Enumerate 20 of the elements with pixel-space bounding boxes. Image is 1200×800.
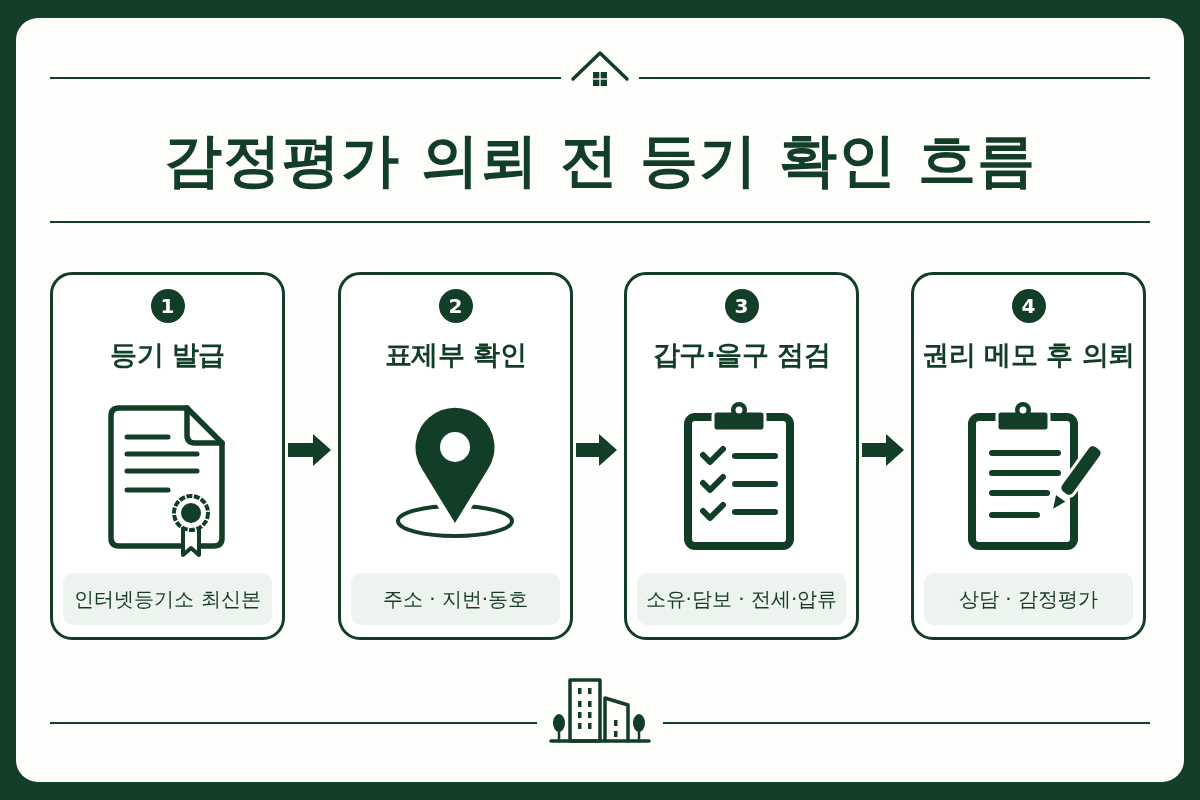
step-card <box>338 272 573 640</box>
step-card <box>911 272 1146 640</box>
step-number: 4 <box>1011 289 1046 323</box>
arrow <box>288 434 331 466</box>
step-number: 1 <box>150 289 185 323</box>
step-note: 주소 · 지번·동호 <box>351 573 560 625</box>
step-number: 2 <box>438 289 473 323</box>
step-title: 갑구·을구 점검 <box>652 338 831 372</box>
step-title: 권리 메모 후 의뢰 <box>922 338 1135 372</box>
step-note: 상담 · 감정평가 <box>924 573 1133 625</box>
step-number: 3 <box>724 289 759 323</box>
step-note: 인터넷등기소 최신본 <box>63 573 272 625</box>
step-note: 소유·담보 · 전세·압류 <box>637 573 846 625</box>
step-title: 등기 발급 <box>110 338 225 372</box>
step-card <box>624 272 859 640</box>
step-card <box>50 272 285 640</box>
title: 감정평가 의뢰 전 등기 확인 흐름 <box>163 125 1037 195</box>
arrow <box>862 434 904 466</box>
arrow <box>576 434 617 466</box>
step-title: 표제부 확인 <box>384 338 527 372</box>
